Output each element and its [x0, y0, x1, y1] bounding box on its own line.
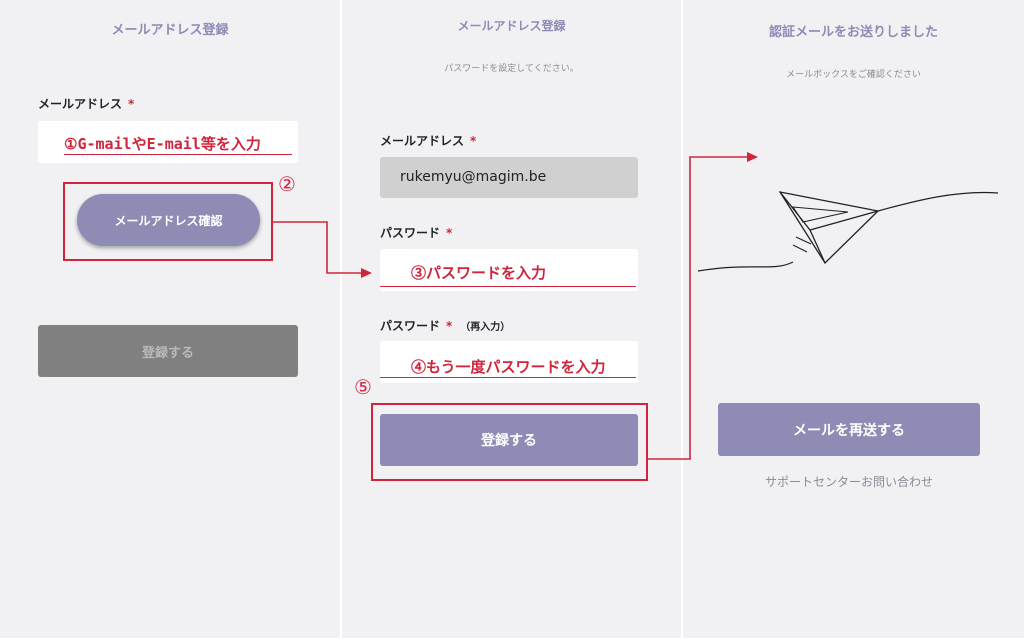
annotation-box — [371, 403, 648, 481]
paper-plane-icon — [697, 191, 999, 272]
confirm-email-button[interactable]: メールアドレス確認 — [77, 194, 260, 246]
email-label: メールアドレス * — [38, 95, 134, 112]
page-subtitle: パスワードを設定してください。 — [444, 64, 579, 74]
hint-underline — [380, 286, 636, 287]
required-mark: * — [128, 97, 135, 111]
email-input[interactable] — [38, 121, 298, 163]
register-button-disabled: 登録する — [38, 325, 298, 377]
page-title: メールアドレス登録 — [111, 23, 229, 38]
required-mark: * — [446, 226, 453, 240]
password-confirm-label: パスワード * （再入力） — [380, 317, 510, 334]
password-setup-panel: メールアドレス登録 パスワードを設定してください。 メールアドレス * rukem… — [342, 0, 681, 638]
required-mark: * — [470, 134, 477, 148]
password-confirm-label-text: パスワード — [380, 319, 441, 333]
page-title: 認証メールをお送りしました — [768, 25, 938, 40]
email-label-text: メールアドレス — [380, 134, 465, 148]
email-label: メールアドレス * — [380, 132, 476, 149]
reentry-note: （再入力） — [460, 322, 511, 333]
password-input-hint: ③パスワードを入力 — [411, 264, 547, 282]
password-confirm-hint: ④もう一度パスワードを入力 — [411, 358, 606, 376]
page-subtitle: メールボックスをご確認ください — [786, 70, 921, 80]
password-label: パスワード * — [380, 224, 452, 241]
email-input-hint: ①G-mailやE-mail等を入力 — [64, 135, 261, 153]
password-confirm-input[interactable] — [380, 341, 638, 383]
password-input[interactable] — [380, 249, 638, 291]
step-number: ⑤ — [354, 375, 372, 399]
hint-underline — [380, 377, 636, 378]
annotation-box — [63, 182, 273, 261]
email-value: rukemyu@magim.be — [400, 169, 547, 185]
email-field-readonly: rukemyu@magim.be — [380, 157, 638, 198]
email-label-text: メールアドレス — [38, 97, 123, 111]
email-registration-panel: メールアドレス登録 メールアドレス* ①G-mailやE-mail等を入力 ② … — [0, 0, 340, 638]
page-title: メールアドレス登録 — [457, 19, 566, 33]
paper-plane-illustration — [683, 0, 1024, 300]
step-number: ② — [278, 172, 296, 196]
hint-underline — [64, 154, 292, 155]
support-center-link[interactable]: サポートセンターお問い合わせ — [764, 475, 933, 489]
resend-email-button[interactable]: メールを再送する — [718, 403, 980, 456]
verification-sent-panel: 認証メールをお送りしました メールボックスをご確認ください メールを再送する サ… — [683, 0, 1024, 638]
required-mark: * — [446, 319, 453, 333]
register-button[interactable]: 登録する — [380, 414, 638, 466]
password-label-text: パスワード — [380, 226, 441, 240]
